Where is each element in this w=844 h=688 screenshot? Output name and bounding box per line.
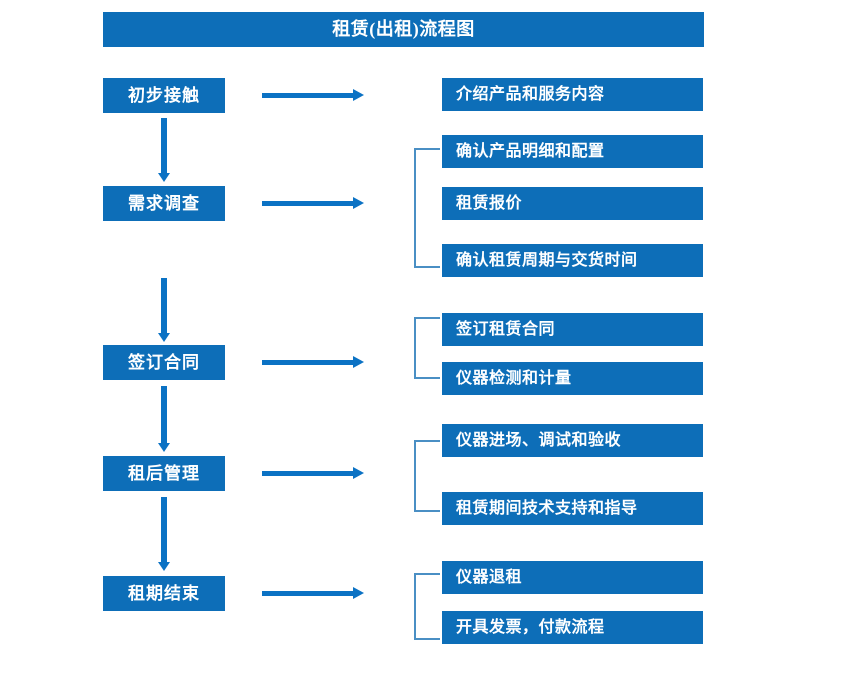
detail-box-rental-quotation[interactable]: 租赁报价: [442, 187, 703, 220]
detail-box-confirm-lease-period[interactable]: 确认租赁周期与交货时间: [442, 244, 703, 277]
vertical-arrow-icon-1: [158, 118, 170, 182]
bracket-connector-needs-survey: [414, 148, 440, 268]
vertical-arrow-icon-3: [158, 386, 170, 452]
diagram-title: 租赁(出租)流程图: [103, 12, 704, 47]
horizontal-arrow-icon-5: [262, 587, 364, 599]
detail-box-instrument-installation[interactable]: 仪器进场、调试和验收: [442, 424, 703, 457]
detail-box-instrument-return[interactable]: 仪器退租: [442, 561, 703, 594]
detail-box-confirm-product-details[interactable]: 确认产品明细和配置: [442, 135, 703, 168]
stage-box-lease-end[interactable]: 租期结束: [103, 576, 225, 611]
horizontal-arrow-icon-4: [262, 467, 364, 479]
detail-box-technical-support[interactable]: 租赁期间技术支持和指导: [442, 492, 703, 525]
horizontal-arrow-icon-3: [262, 356, 364, 368]
detail-box-sign-lease-contract[interactable]: 签订租赁合同: [442, 313, 703, 346]
vertical-arrow-icon-4: [158, 497, 170, 571]
horizontal-arrow-icon-1: [262, 89, 364, 101]
detail-box-introduce-products[interactable]: 介绍产品和服务内容: [442, 78, 703, 111]
stage-box-post-rental-management[interactable]: 租后管理: [103, 456, 225, 491]
horizontal-arrow-icon-2: [262, 197, 364, 209]
bracket-connector-lease-end: [414, 573, 440, 640]
vertical-arrow-icon-2: [158, 278, 170, 342]
detail-box-instrument-inspection[interactable]: 仪器检测和计量: [442, 362, 703, 395]
bracket-connector-sign-contract: [414, 317, 440, 379]
detail-box-invoice-payment[interactable]: 开具发票，付款流程: [442, 611, 703, 644]
stage-box-initial-contact[interactable]: 初步接触: [103, 78, 225, 113]
stage-box-needs-survey[interactable]: 需求调查: [103, 186, 225, 221]
stage-box-sign-contract[interactable]: 签订合同: [103, 345, 225, 380]
bracket-connector-post-rental: [414, 440, 440, 512]
